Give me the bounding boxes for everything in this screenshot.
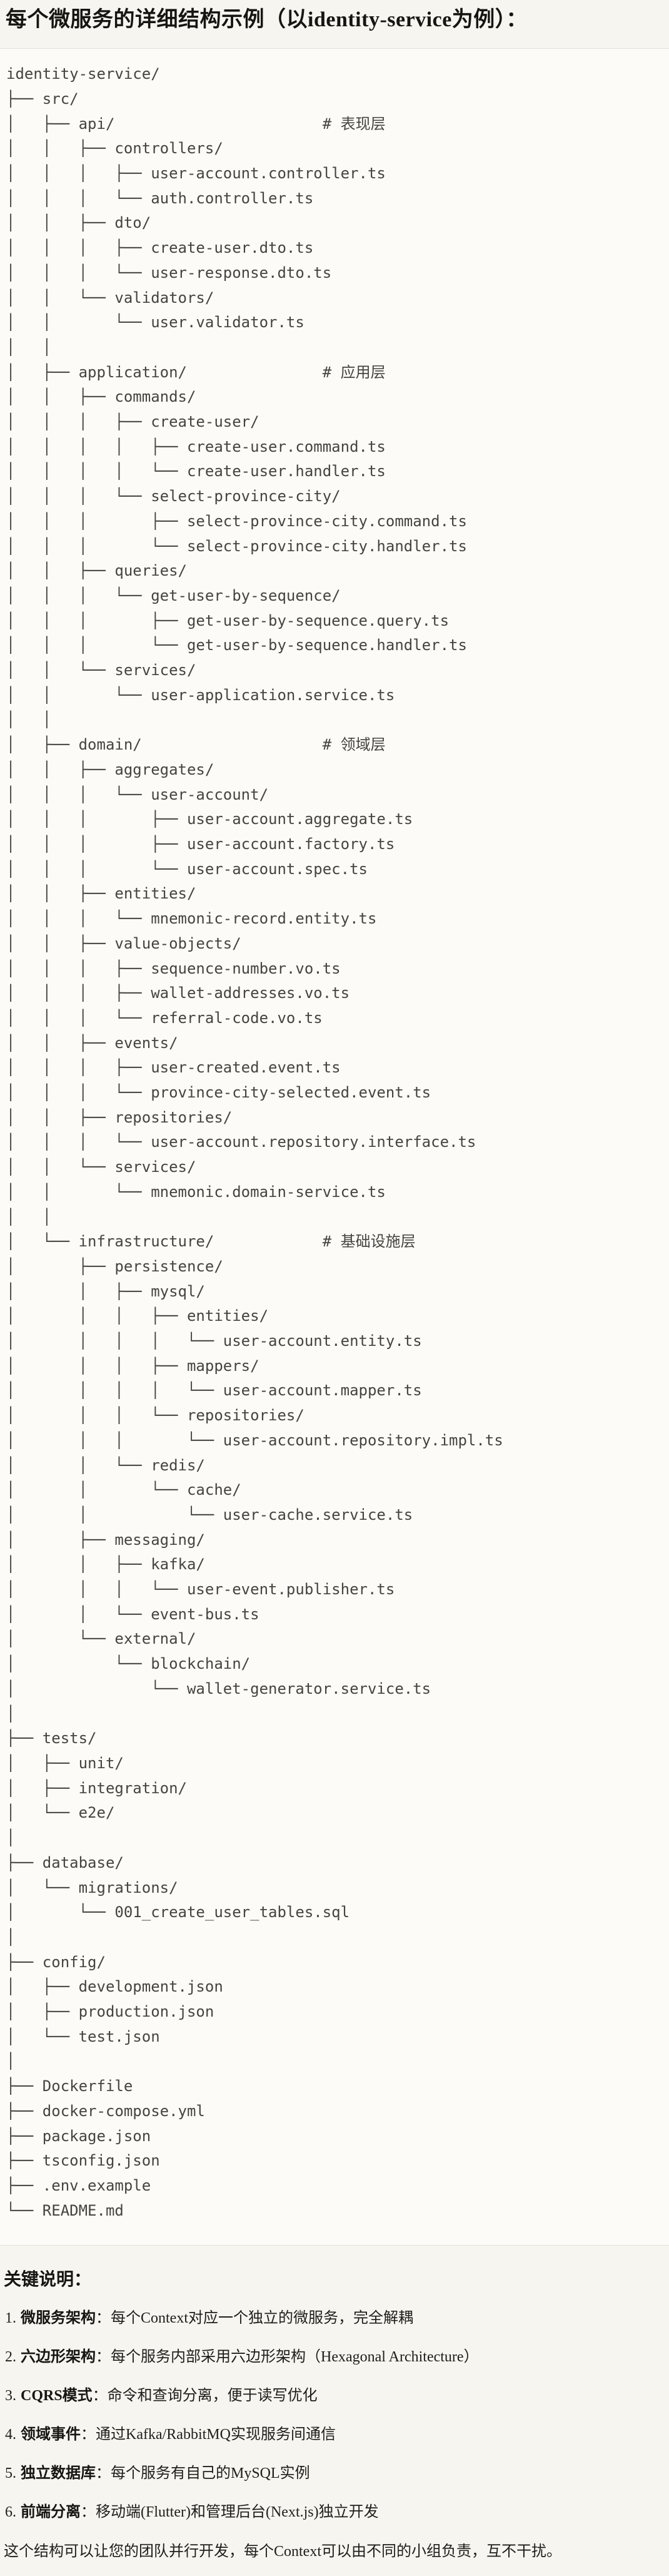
- note-item-number: 1.: [5, 2310, 16, 2327]
- note-item: 4. 领域事件：通过Kafka/RabbitMQ实现服务间通信: [5, 2425, 661, 2445]
- note-item-label: 前端分离: [21, 2504, 81, 2521]
- note-item-number: 5.: [5, 2465, 16, 2482]
- note-item-label: 微服务架构: [21, 2310, 96, 2327]
- notes-section: 关键说明： 1. 微服务架构：每个Context对应一个独立的微服务，完全解耦 2…: [0, 2266, 669, 2562]
- notes-heading: 关键说明：: [4, 2270, 92, 2290]
- notes-footer: 这个结构可以让您的团队并行开发，每个Context可以由不同的小组负责，互不干扰…: [4, 2543, 561, 2560]
- note-item-label: 领域事件: [21, 2426, 81, 2443]
- note-item-label: CQRS模式: [21, 2388, 93, 2405]
- note-item-number: 4.: [5, 2426, 16, 2443]
- note-item-label: 独立数据库: [21, 2465, 96, 2482]
- page-title: 每个微服务的详细结构示例（以identity-service为例）：: [6, 8, 528, 31]
- note-item-text: ：每个服务有自己的MySQL实例: [96, 2465, 310, 2482]
- file-tree: identity-service/ ├── src/ │ ├── api/ # …: [6, 65, 503, 2219]
- note-item-number: 3.: [5, 2388, 16, 2405]
- note-item: 6. 前端分离：移动端(Flutter)和管理后台(Next.js)独立开发: [5, 2502, 661, 2523]
- code-block: identity-service/ ├── src/ │ ├── api/ # …: [0, 48, 669, 2246]
- note-item-text: ：命令和查询分离，便于读写优化: [92, 2388, 318, 2405]
- note-item-number: 6.: [5, 2504, 16, 2521]
- note-item: 1. 微服务架构：每个Context对应一个独立的微服务，完全解耦: [5, 2308, 661, 2329]
- note-item: 2. 六边形架构：每个服务内部采用六边形架构（Hexagonal Architec…: [5, 2347, 661, 2368]
- note-item: 3. CQRS模式：命令和查询分离，便于读写优化: [5, 2386, 661, 2406]
- note-item: 5. 独立数据库：每个服务有自己的MySQL实例: [5, 2463, 661, 2484]
- note-item-label: 六边形架构: [21, 2349, 96, 2366]
- note-item-text: ：每个Context对应一个独立的微服务，完全解耦: [96, 2310, 413, 2327]
- note-item-text: ：移动端(Flutter)和管理后台(Next.js)独立开发: [81, 2504, 379, 2521]
- note-item-number: 2.: [5, 2349, 16, 2366]
- note-item-text: ：通过Kafka/RabbitMQ实现服务间通信: [81, 2426, 336, 2443]
- note-item-text: ：每个服务内部采用六边形架构（Hexagonal Architecture）: [96, 2349, 479, 2366]
